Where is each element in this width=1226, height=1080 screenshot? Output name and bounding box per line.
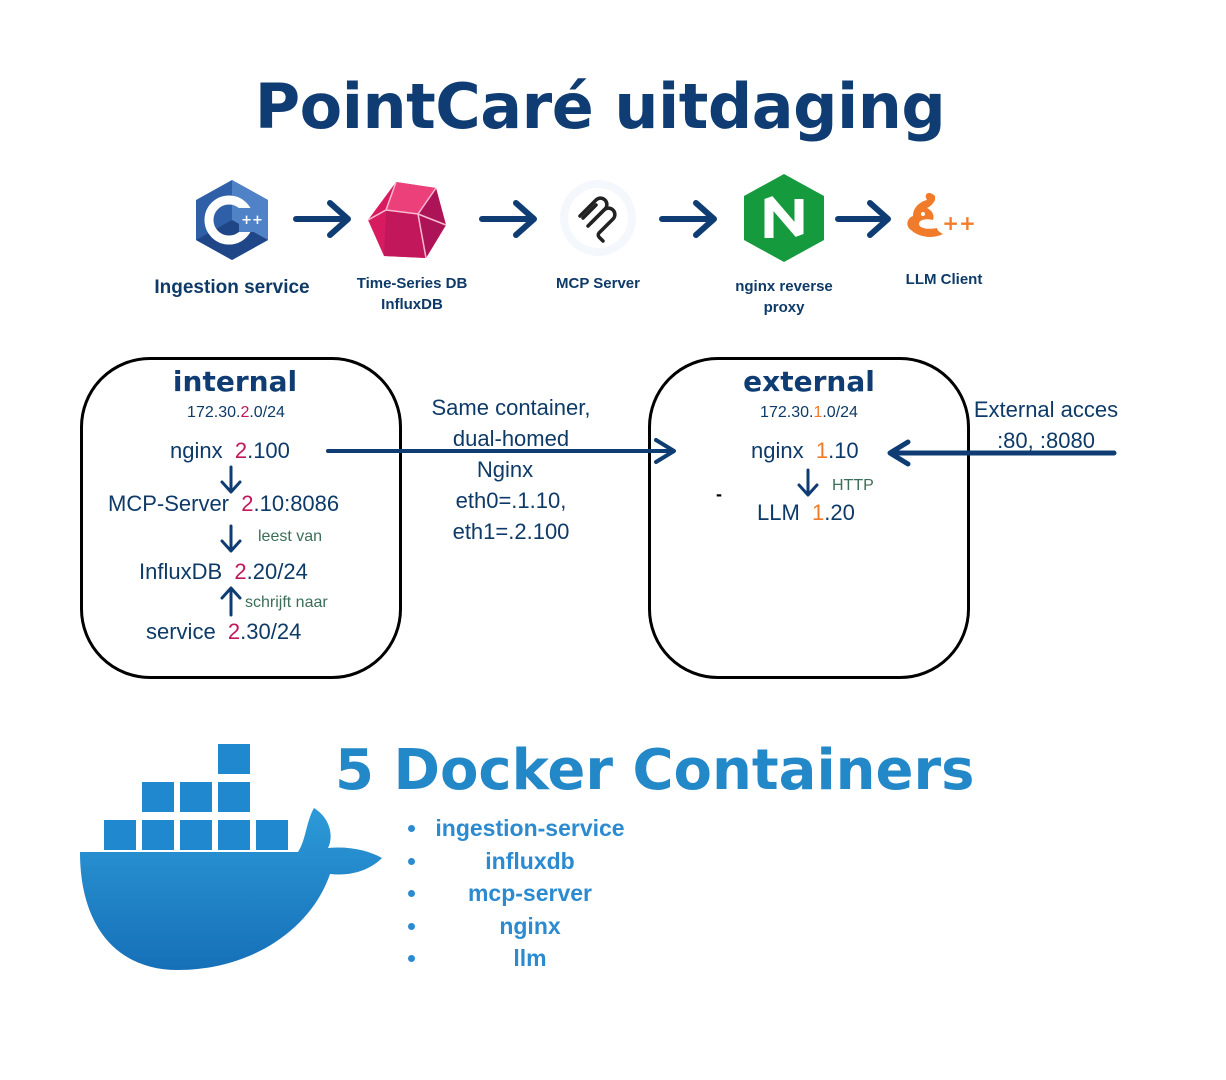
bridge-line: eth0=.1.10,	[455, 488, 567, 513]
bridge-line: Same container,	[431, 395, 591, 420]
external-access-text: External acces :80, :8080	[960, 394, 1132, 456]
note-writes-to: schrijft naar	[245, 594, 328, 611]
container-name: llm	[513, 945, 547, 971]
container-name: nginx	[499, 912, 561, 939]
arrow-nginx-to-llm-http	[797, 468, 819, 497]
page-title: PointCaré uitdaging	[254, 70, 946, 143]
pipeline-label-nginx: nginx reverse proxy	[735, 278, 833, 316]
container-item: mcp-server	[400, 877, 660, 910]
external-heading: external	[743, 365, 875, 398]
container-name: ingestion-service	[435, 815, 625, 841]
pipeline-label-mcp: MCP Server	[556, 275, 640, 292]
arrow-external-access	[887, 439, 1117, 467]
external-node-llm: LLM 1.20	[757, 500, 855, 525]
note-http: HTTP	[832, 477, 874, 494]
arrow-mcp-to-nginx	[659, 200, 717, 238]
llm-client-cpp-icon: ++	[907, 193, 976, 237]
internal-network-box	[80, 357, 402, 679]
external-access-line: :80, :8080	[997, 428, 1095, 453]
pipeline-label-influxdb: Time-Series DB InfluxDB	[356, 275, 468, 313]
container-item: llm	[400, 942, 660, 975]
bridge-text: Same container, dual-homed Nginx eth0=.1…	[410, 392, 612, 547]
internal-node-mcp-server: MCP-Server 2.10:8086	[108, 491, 340, 516]
bridge-line: Nginx	[476, 457, 534, 482]
container-name: influxdb	[485, 847, 575, 874]
external-network-box	[648, 357, 970, 679]
svg-text:++: ++	[942, 211, 976, 235]
bullet-dot	[408, 890, 415, 897]
arrow-influx-to-mcp	[479, 200, 537, 238]
bridge-line: dual-homed	[452, 426, 570, 451]
cpp-hexagon-icon: ++	[196, 180, 268, 260]
pipeline-label-llm: LLM Client	[905, 271, 983, 288]
bullet-dot	[408, 922, 415, 930]
container-item: influxdb	[400, 845, 660, 878]
bridge-line: eth1=.2.100	[452, 519, 570, 544]
bullet-dot	[408, 825, 415, 832]
docker-whale-icon	[80, 744, 382, 970]
external-access-line: External acces	[973, 397, 1119, 422]
arrow-ingest-to-influx	[293, 200, 351, 238]
internal-node-service: service 2.30/24	[146, 619, 302, 644]
internal-subnet: 172.30.2.0/24	[187, 404, 285, 421]
container-item: nginx	[400, 910, 660, 943]
bullet-dot	[408, 857, 415, 865]
stray-dash: -	[716, 484, 722, 504]
internal-node-influxdb: InfluxDB 2.20/24	[139, 559, 308, 584]
note-reads-from: leest van	[258, 528, 323, 545]
arrow-group	[293, 200, 891, 238]
internal-node-nginx: nginx 2.100	[170, 438, 290, 463]
internal-heading: internal	[172, 365, 298, 398]
external-subnet: 172.30.1.0/24	[760, 404, 858, 421]
pipeline-label-ingestion: Ingestion service	[154, 277, 310, 298]
docker-heading: 5 Docker Containers	[335, 738, 975, 803]
nginx-icon	[744, 174, 824, 262]
container-list: ingestion-service influxdb mcp-server ng…	[400, 812, 660, 975]
container-item: ingestion-service	[400, 812, 660, 845]
arrow-nginx-to-mcp	[220, 465, 242, 494]
arrow-nginx-to-llm	[835, 200, 891, 238]
svg-text:++: ++	[241, 213, 263, 228]
mcp-icon	[560, 180, 636, 256]
influxdb-icon	[367, 181, 447, 259]
arrow-internal-to-external	[326, 438, 676, 464]
bullet-dot	[408, 955, 415, 962]
arrow-service-to-influx	[220, 586, 242, 617]
external-node-nginx: nginx 1.10	[751, 438, 859, 463]
container-name: mcp-server	[467, 880, 593, 906]
arrow-mcp-to-influx	[220, 524, 242, 553]
